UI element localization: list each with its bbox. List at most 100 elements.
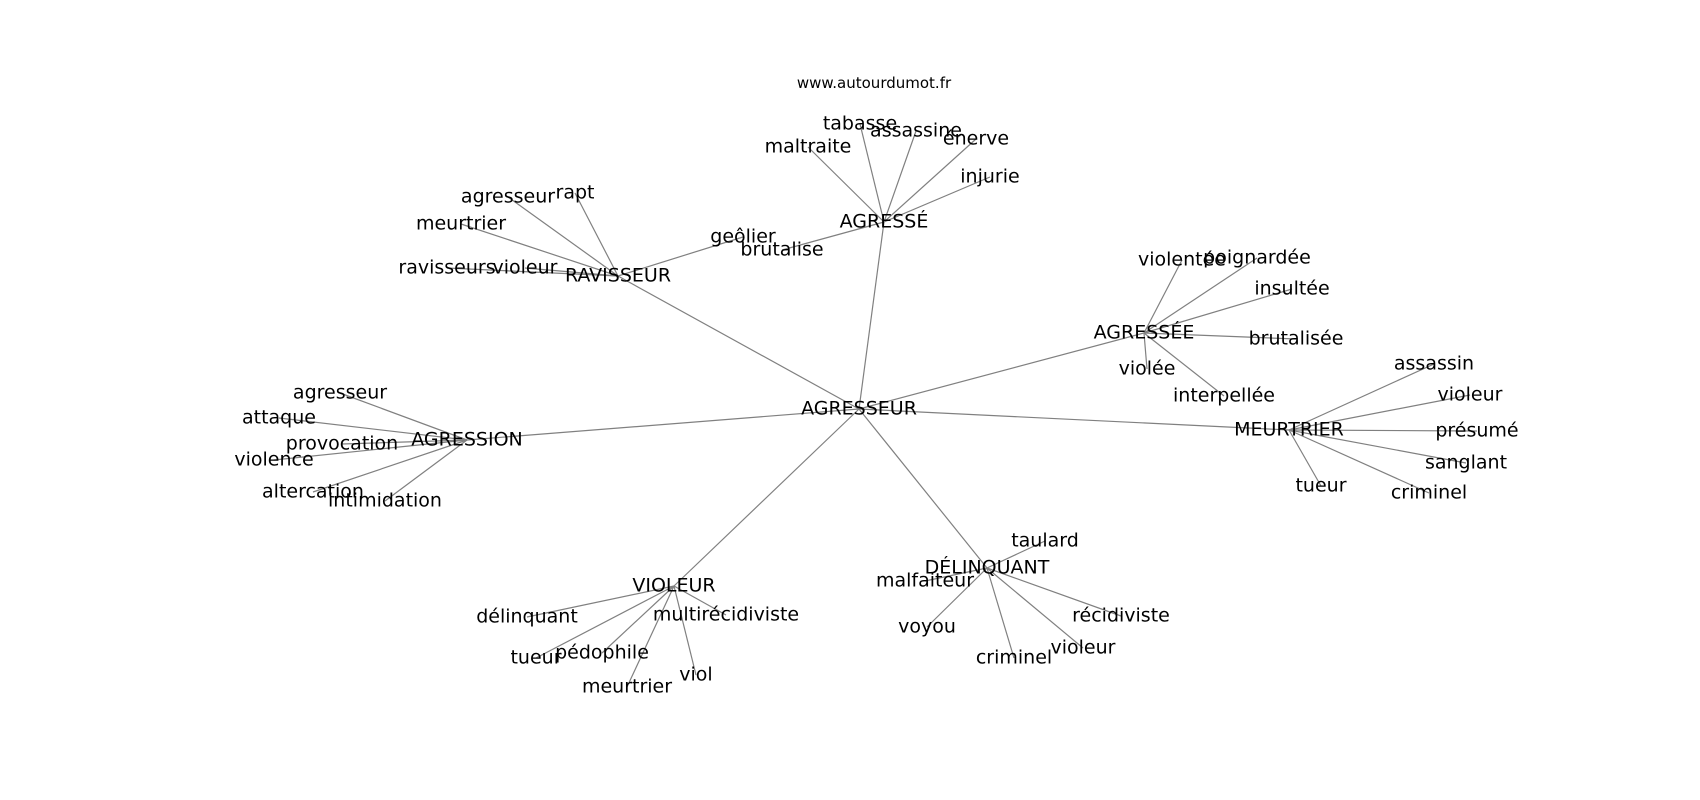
edge-agressee-4 [1143,332,1148,370]
leaf-node-violeur-3[interactable]: tueur [510,647,561,669]
edge-agresse-2 [883,138,977,223]
leaf-node-agresse-4[interactable]: injurie [960,166,1019,188]
edge-agression-1 [278,417,468,441]
hub-node-meurtrier[interactable]: MEURTRIER [1234,419,1344,441]
leaf-node-ravisseur-3[interactable]: ravisseurs [398,257,495,279]
edge-delinquant-5 [986,567,1015,659]
edge-delinquant-2 [986,567,1122,617]
edge-agressee-3 [1143,332,1297,340]
leaf-node-agressee-5[interactable]: interpellée [1173,385,1275,407]
edge-ravisseur-5 [617,236,744,277]
leaf-node-agression-4[interactable]: altercation [262,481,364,503]
leaf-node-agresse-5[interactable]: brutalise [740,239,823,261]
edge-meurtrier-2 [1288,429,1478,432]
edge-agressee-1 [1143,257,1258,334]
hub-node-delinquant[interactable]: DÉLINQUANT [925,556,1050,579]
edge-agressee-2 [1143,288,1293,334]
leaf-node-ravisseur-5[interactable]: geôlier [710,226,776,248]
leaf-node-meurtrier-0[interactable]: assassin [1394,353,1474,375]
edge-delinquant-4 [926,567,988,628]
edge-root-violeur [673,408,860,587]
edge-agresse-3 [807,146,885,223]
edge-meurtrier-1 [1288,394,1471,431]
edge-root-meurtrier [858,408,1290,431]
leaf-node-agressee-2[interactable]: insultée [1254,278,1329,300]
source-watermark: www.autourdumot.fr [797,74,952,92]
hub-node-violeur[interactable]: VIOLEUR [632,575,715,597]
leaf-node-meurtrier-5[interactable]: criminel [1391,482,1467,504]
leaf-node-agresse-0[interactable]: tabasse [823,113,897,135]
leaf-node-agresse-2[interactable]: énerve [943,128,1009,150]
leaf-node-ravisseur-2[interactable]: meurtrier [416,213,506,235]
hub-node-agression[interactable]: AGRESSION [411,429,523,451]
leaf-node-agression-0[interactable]: agresseur [293,382,387,404]
edge-agresse-5 [781,221,885,251]
edge-violeur-4 [673,585,697,676]
edge-meurtrier-4 [1288,429,1322,487]
leaf-node-agression-1[interactable]: attaque [242,407,316,429]
leaf-node-agressee-3[interactable]: brutalisée [1249,328,1344,350]
leaf-node-agression-2[interactable]: provocation [286,433,398,455]
edge-agression-0 [339,392,468,441]
edge-ravisseur-0 [507,196,619,277]
leaf-node-violeur-0[interactable]: délinquant [476,606,578,628]
edge-root-agresse [858,221,885,410]
leaf-node-agressee-4[interactable]: violée [1119,358,1176,380]
edge-violeur-3 [535,585,675,659]
leaf-node-agresse-1[interactable]: assassine [870,120,962,142]
edge-root-agressee [858,332,1145,410]
leaf-node-agression-5[interactable]: intimidation [328,490,442,512]
leaf-node-delinquant-5[interactable]: criminel [976,647,1052,669]
edge-agression-5 [384,439,468,502]
edge-agression-2 [341,439,468,445]
leaf-node-violeur-1[interactable]: multirécidiviste [653,604,799,626]
leaf-node-delinquant-1[interactable]: malfaiteur [876,570,974,592]
leaf-node-delinquant-0[interactable]: taulard [1011,530,1079,552]
edge-root-ravisseur [617,275,860,410]
edge-violeur-1 [673,585,727,616]
edge-violeur-2 [601,585,675,654]
edge-meurtrier-0 [1288,363,1435,431]
edge-ravisseur-4 [524,267,619,277]
edge-agresse-1 [883,130,917,223]
leaf-node-meurtrier-2[interactable]: présumé [1435,420,1518,442]
hub-node-agresse[interactable]: AGRESSÉ [840,210,929,233]
edge-agressee-0 [1143,259,1183,334]
leaf-node-delinquant-4[interactable]: voyou [898,616,956,638]
leaf-node-agressee-1[interactable]: poignardée [1203,247,1311,269]
hub-node-agressee[interactable]: AGRESSÉE [1094,321,1195,344]
graph-edges [273,123,1478,688]
leaf-node-ravisseur-4[interactable]: violeur [493,257,558,279]
edge-meurtrier-5 [1288,429,1430,494]
leaf-node-agresse-3[interactable]: maltraite [765,136,852,158]
leaf-node-violeur-4[interactable]: viol [679,664,712,686]
edge-meurtrier-3 [1288,429,1467,464]
hub-node-ravisseur[interactable]: RAVISSEUR [565,265,671,287]
edge-ravisseur-2 [460,223,619,277]
leaf-node-meurtrier-3[interactable]: sanglant [1425,452,1507,474]
leaf-node-agression-3[interactable]: violence [234,449,313,471]
leaf-node-delinquant-2[interactable]: récidiviste [1072,605,1170,627]
root-node-label[interactable]: AGRESSEUR [801,398,917,420]
graph-labels: www.autourdumot.fr AGRESSEUR AGRESSÉ tabas… [234,74,1518,698]
leaf-node-meurtrier-4[interactable]: tueur [1295,475,1346,497]
edge-root-delinquant [858,408,988,569]
edge-violeur-5 [626,585,675,688]
edge-delinquant-0 [986,540,1046,569]
leaf-node-ravisseur-1[interactable]: rapt [556,182,595,204]
edge-violeur-0 [526,585,675,618]
edge-agression-3 [273,439,468,461]
leaf-node-delinquant-3[interactable]: violeur [1051,637,1116,659]
leaf-node-ravisseur-0[interactable]: agresseur [461,186,555,208]
edge-agresse-0 [859,123,885,223]
edge-ravisseur-3 [446,267,619,277]
edge-delinquant-1 [924,567,988,582]
leaf-node-violeur-5[interactable]: meurtrier [582,676,672,698]
edge-agresse-4 [883,176,991,223]
leaf-node-agressee-0[interactable]: violentée [1138,249,1226,271]
edge-ravisseur-1 [574,192,619,277]
edge-agressee-5 [1143,332,1225,397]
leaf-node-meurtrier-1[interactable]: violeur [1438,384,1503,406]
leaf-node-violeur-2[interactable]: pédophile [555,642,649,664]
